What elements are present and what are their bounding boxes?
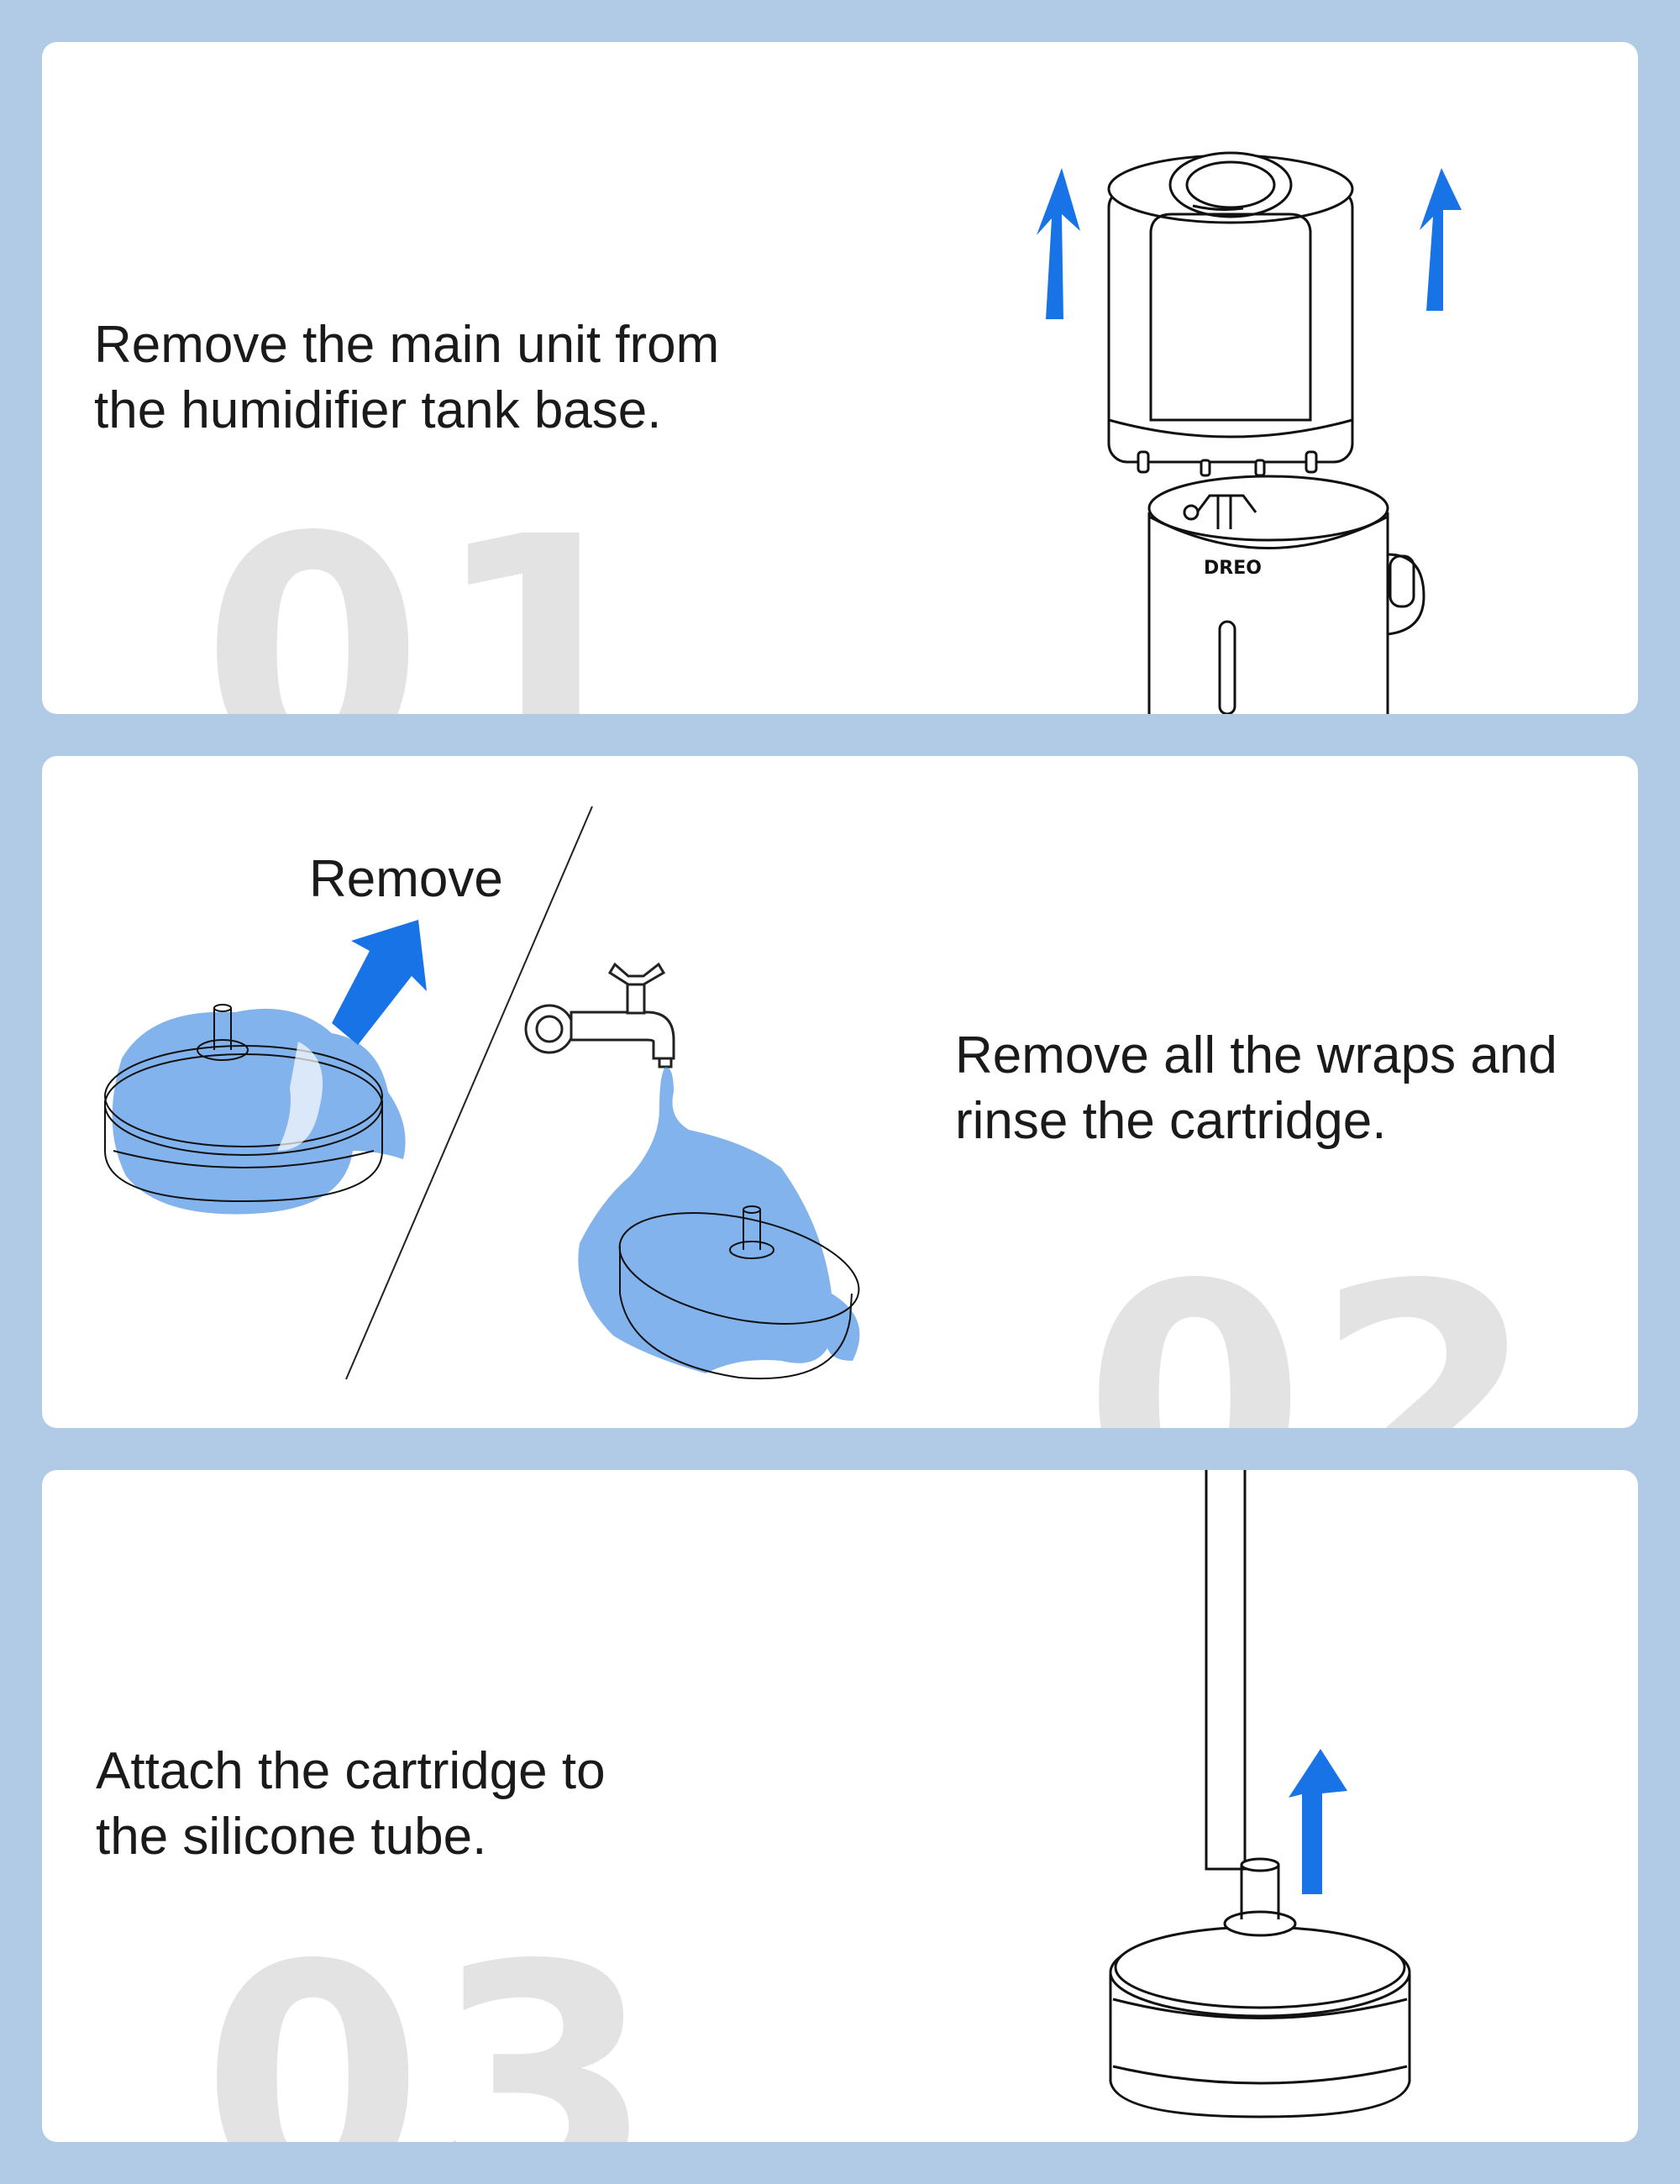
step-3-number: 03 <box>202 1897 663 2143</box>
step-1-instruction: Remove the main unit from the humidifier… <box>94 312 719 444</box>
step-1-line-2: the humidifier tank base. <box>94 381 662 439</box>
step-2-instruction: Remove all the wraps and rinse the cartr… <box>955 1023 1557 1154</box>
up-arrow-icon <box>1289 1749 1347 1894</box>
step-3-line-1: Attach the cartridge to <box>96 1742 606 1800</box>
step-3-instruction: Attach the cartridge to the silicone tub… <box>96 1739 606 1870</box>
step-1-line-1: Remove the main unit from <box>94 316 720 374</box>
up-arrow-icon <box>1037 168 1080 319</box>
step-2-panel: 02 Remove all the wraps and rinse the ca… <box>42 756 1638 1428</box>
cartridge <box>1109 1857 1411 2118</box>
up-arrow-icon <box>332 920 427 1045</box>
step-2-line-1: Remove all the wraps and <box>955 1026 1557 1084</box>
step-1-number: 01 <box>202 469 663 715</box>
rinse-illustration <box>104 806 860 1380</box>
water-splash-icon <box>578 1067 860 1373</box>
step-1-panel: 01 Remove the main unit from the humidif… <box>42 42 1638 714</box>
brand-logo: DREO <box>1204 558 1262 579</box>
step-3-line-2: the silicone tube. <box>96 1808 487 1866</box>
wrapped-cartridge <box>104 1004 406 1215</box>
divider-line <box>345 806 593 1380</box>
humidifier-illustration: DREO <box>1037 151 1462 714</box>
rinsed-cartridge <box>618 1205 860 1380</box>
step-2-number: 02 <box>1084 1216 1545 1429</box>
attach-tube-illustration <box>1109 1470 1411 2118</box>
step-3-panel: 03 Attach the cartridge to the silicone … <box>42 1470 1638 2142</box>
step-2-line-2: rinse the cartridge. <box>955 1092 1387 1150</box>
faucet-icon <box>524 962 675 1068</box>
silicone-tube <box>1205 1470 1247 1871</box>
remove-callout: Remove <box>309 850 503 908</box>
up-arrow-icon <box>1420 168 1462 311</box>
